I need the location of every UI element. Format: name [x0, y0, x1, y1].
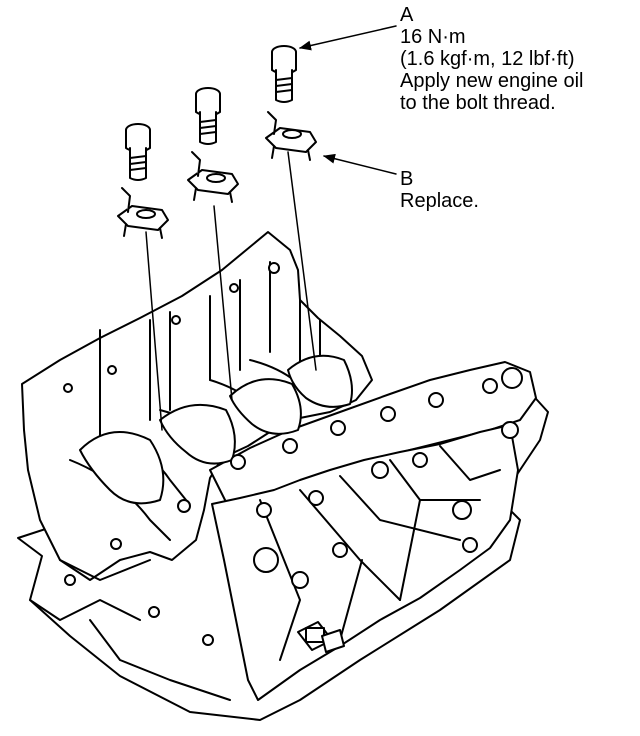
leader-b-arrow	[323, 153, 397, 175]
block-front-face	[211, 424, 519, 701]
callout-b-note: Replace.	[400, 190, 479, 212]
block-ribs	[29, 445, 501, 701]
oil-jet-left	[117, 187, 169, 239]
deck-holes	[63, 262, 280, 646]
drain-plug	[297, 621, 345, 653]
callout-a-note-line1: Apply new engine oil	[400, 70, 584, 92]
leader-a-arrow	[299, 25, 397, 51]
oil-jet-right	[265, 111, 317, 161]
oil-jet-middle	[187, 151, 239, 203]
callout-a-note-line2: to the bolt thread.	[400, 92, 556, 114]
alignment-lines	[145, 151, 317, 431]
callout-a-torque: 16 N·m	[400, 26, 466, 48]
bridge-bolt-holes	[230, 367, 523, 589]
callout-b-letter: B	[400, 168, 414, 190]
bolt-middle	[195, 87, 221, 145]
callout-a-letter: A	[400, 4, 414, 26]
bolt-right	[271, 45, 297, 103]
callout-a-torque-alt: (1.6 kgf·m, 12 lbf·ft)	[400, 48, 575, 70]
bolt-left	[125, 123, 151, 181]
bearing-saddles	[79, 354, 353, 505]
callout-b: B Replace.	[400, 168, 479, 212]
callout-a: A 16 N·m (1.6 kgf·m, 12 lbf·ft) Apply ne…	[400, 4, 583, 114]
